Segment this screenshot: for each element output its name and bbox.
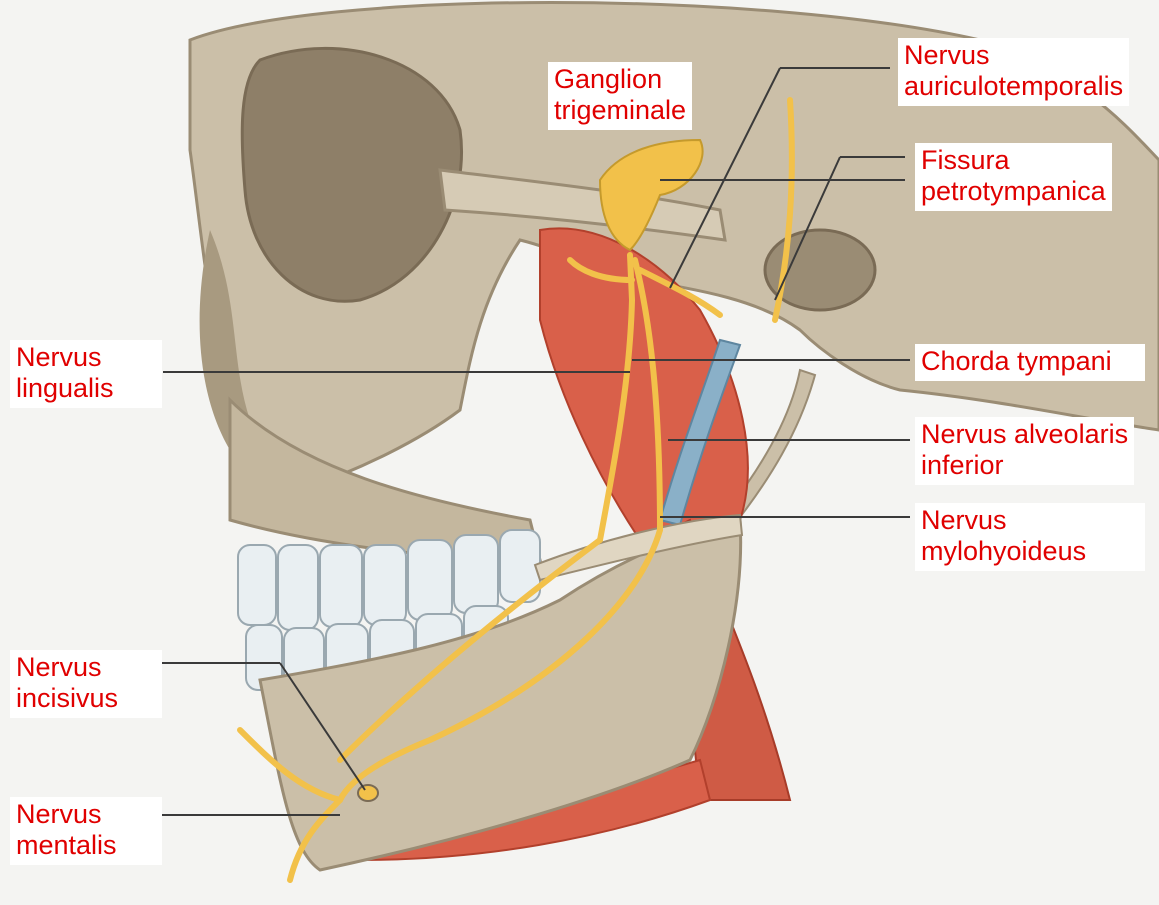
label-fissura-petrotympanica-line1: Fissura bbox=[921, 145, 1106, 176]
label-nervus-auriculotemporalis: Nervus auriculotemporalis bbox=[898, 38, 1129, 106]
label-nervus-alveolaris-inferior-line1: Nervus alveolaris bbox=[921, 419, 1128, 450]
label-nervus-lingualis: Nervus lingualis bbox=[10, 340, 162, 408]
label-nervus-auriculotemporalis-line1: Nervus bbox=[904, 40, 1123, 71]
label-nervus-lingualis-line2: lingualis bbox=[16, 373, 156, 404]
label-nervus-incisivus: Nervus incisivus bbox=[10, 650, 162, 718]
label-fissura-petrotympanica-line2: petrotympanica bbox=[921, 176, 1106, 207]
label-fissura-petrotympanica: Fissura petrotympanica bbox=[915, 143, 1112, 211]
label-nervus-mentalis-line2: mentalis bbox=[16, 830, 156, 861]
label-nervus-alveolaris-inferior: Nervus alveolaris inferior bbox=[915, 417, 1134, 485]
label-nervus-auriculotemporalis-line2: auriculotemporalis bbox=[904, 71, 1123, 102]
label-nervus-alveolaris-inferior-line2: inferior bbox=[921, 450, 1128, 481]
label-nervus-lingualis-line1: Nervus bbox=[16, 342, 156, 373]
label-nervus-mentalis: Nervus mentalis bbox=[10, 797, 162, 865]
label-nervus-mentalis-line1: Nervus bbox=[16, 799, 156, 830]
mental-foramen bbox=[358, 785, 378, 801]
label-nervus-mylohyoideus-line2: mylohyoideus bbox=[921, 536, 1139, 567]
label-nervus-incisivus-line2: incisivus bbox=[16, 683, 156, 714]
label-ganglion-trigeminale: Ganglion trigeminale bbox=[548, 62, 692, 130]
label-nervus-incisivus-line1: Nervus bbox=[16, 652, 156, 683]
label-nervus-mylohyoideus: Nervus mylohyoideus bbox=[915, 503, 1145, 571]
label-chorda-tympani: Chorda tympani bbox=[915, 344, 1145, 381]
label-nervus-mylohyoideus-line1: Nervus bbox=[921, 505, 1139, 536]
label-chorda-tympani-line1: Chorda tympani bbox=[921, 346, 1139, 377]
label-ganglion-trigeminale-line1: Ganglion bbox=[554, 64, 686, 95]
label-ganglion-trigeminale-line2: trigeminale bbox=[554, 95, 686, 126]
